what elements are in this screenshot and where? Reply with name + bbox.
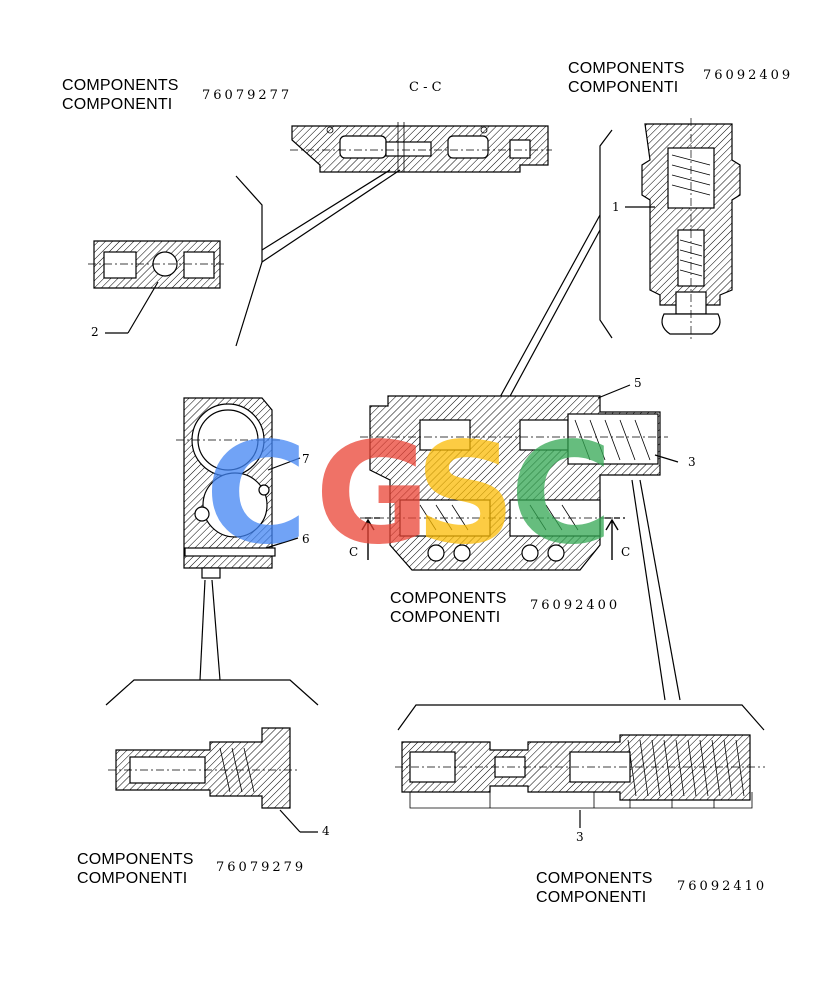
watermark-letter-3: S bbox=[415, 413, 516, 576]
part-1-drawing bbox=[459, 118, 741, 471]
part-4-drawing bbox=[108, 727, 318, 833]
watermark: C G S C bbox=[205, 413, 625, 576]
components-label-it: COMPONENTI bbox=[390, 609, 501, 626]
part-3-drawing bbox=[395, 704, 765, 828]
callout-5: 5 bbox=[634, 376, 642, 390]
components-label-en: COMPONENTS bbox=[390, 590, 507, 607]
callout-6: 6 bbox=[302, 532, 310, 546]
components-label-it: COMPONENTI bbox=[77, 870, 188, 887]
part-code-5: 76092410 bbox=[677, 879, 768, 894]
part-code-4: 76079279 bbox=[216, 860, 307, 875]
components-label-en: COMPONENTS bbox=[62, 77, 179, 94]
watermark-letter-2: G bbox=[315, 413, 430, 576]
main-valve-body bbox=[360, 384, 681, 701]
components-block-4: COMPONENTS COMPONENTI bbox=[77, 850, 194, 888]
section-marker-left: C bbox=[349, 545, 359, 559]
callout-4: 4 bbox=[322, 824, 330, 838]
components-label-it: COMPONENTI bbox=[568, 79, 679, 96]
components-label-en: COMPONENTS bbox=[536, 870, 653, 887]
watermark-letter-4: C bbox=[510, 413, 613, 576]
section-marker-right: C bbox=[621, 545, 631, 559]
section-title: C - C bbox=[409, 80, 442, 95]
components-block-2: COMPONENTS COMPONENTI bbox=[568, 59, 685, 97]
components-label-it: COMPONENTI bbox=[536, 889, 647, 906]
components-label-en: COMPONENTS bbox=[568, 60, 685, 77]
components-block-5: COMPONENTS COMPONENTI bbox=[536, 869, 653, 907]
part-code-3: 76092400 bbox=[530, 598, 621, 613]
callout-3-main: 3 bbox=[688, 455, 696, 469]
part-code-1: 76079277 bbox=[202, 88, 293, 103]
part-code-2: 76092409 bbox=[703, 68, 794, 83]
part-2-drawing bbox=[88, 169, 401, 347]
side-valve-body bbox=[105, 397, 319, 706]
components-block-1: COMPONENTS COMPONENTI bbox=[62, 76, 179, 114]
watermark-letter-1: C bbox=[205, 413, 308, 576]
components-label-it: COMPONENTI bbox=[62, 96, 173, 113]
components-block-3: COMPONENTS COMPONENTI bbox=[390, 589, 507, 627]
callout-7: 7 bbox=[302, 452, 310, 466]
callout-2: 2 bbox=[91, 325, 99, 339]
callout-1: 1 bbox=[612, 200, 620, 214]
components-label-en: COMPONENTS bbox=[77, 851, 194, 868]
section-cc-view bbox=[290, 122, 552, 173]
callout-3-spool: 3 bbox=[576, 830, 584, 844]
